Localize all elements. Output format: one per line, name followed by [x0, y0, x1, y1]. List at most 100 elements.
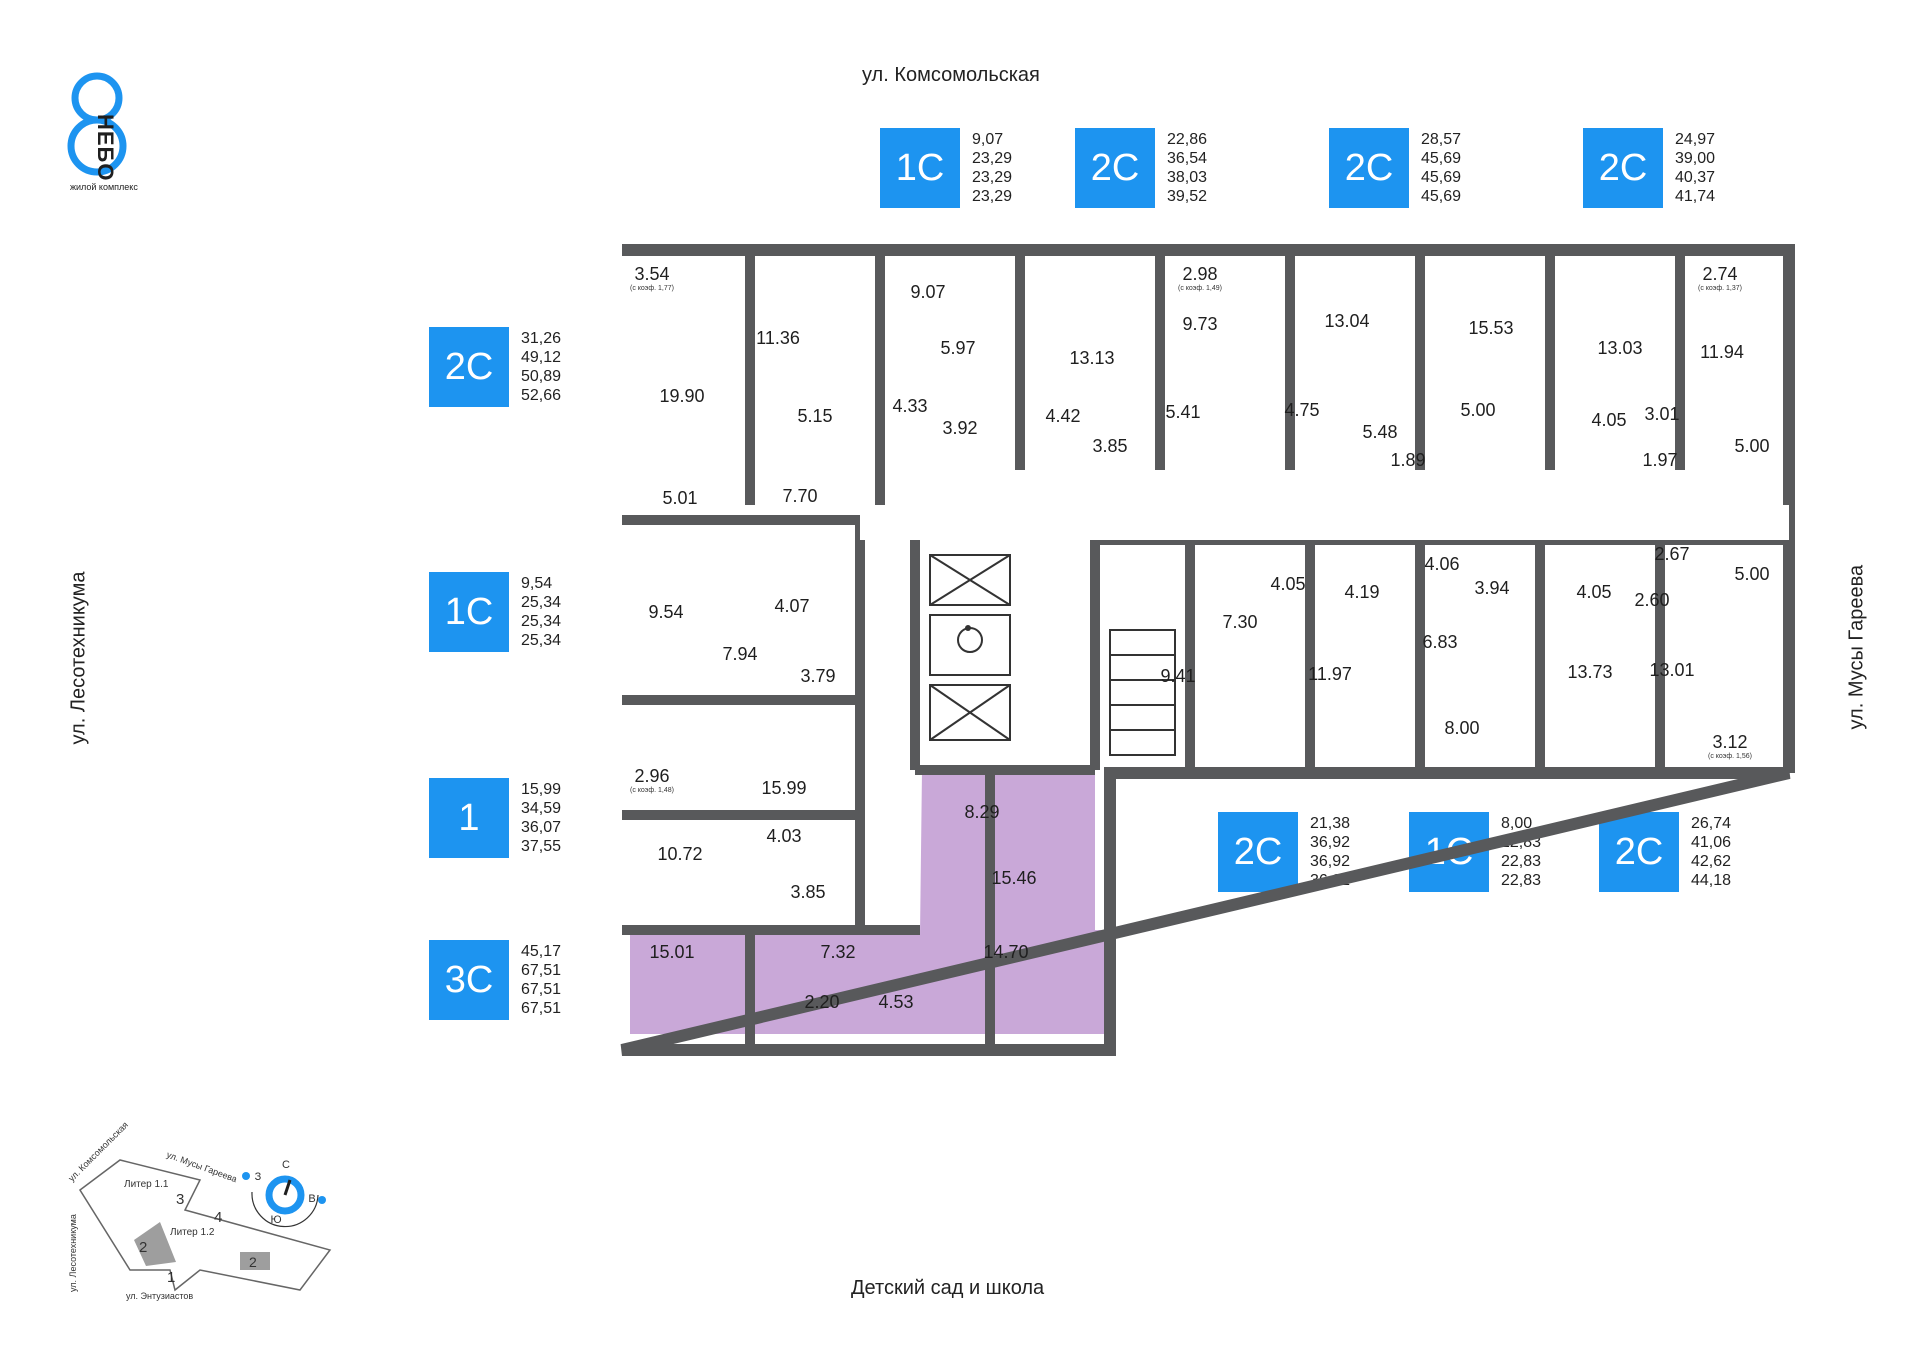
- room-area: 10.72: [657, 844, 702, 864]
- coefficient-note: (с коэф. 1,48): [630, 787, 674, 794]
- room-area: 3.12: [1712, 732, 1747, 752]
- room-area: 15.46: [991, 868, 1036, 888]
- compass-south: Ю: [270, 1214, 281, 1226]
- room-area: 2.60: [1634, 590, 1669, 610]
- room-area: 2.20: [804, 992, 839, 1012]
- room-area: 11.97: [1308, 664, 1352, 684]
- site-building-3: 3: [176, 1191, 184, 1208]
- site-liter: Литер 1.2: [170, 1227, 215, 1238]
- room-area: 7.94: [722, 644, 757, 664]
- apartment-type-badge: 2С: [1599, 812, 1679, 892]
- room-area: 9.73: [1182, 314, 1217, 334]
- site-street: ул. Лесотехникума: [68, 1214, 78, 1292]
- inner-walls: [622, 250, 1789, 1050]
- room-area: 11.36: [756, 328, 800, 348]
- room-area: 5.01: [662, 488, 697, 508]
- wheelchair-icon: [957, 625, 983, 653]
- room-area: 5.15: [797, 406, 832, 426]
- site-building-2: 2: [139, 1239, 147, 1256]
- room-area: 4.05: [1576, 582, 1611, 602]
- logo-subtitle: жилой комплекс: [70, 182, 138, 192]
- room-area: 15.99: [761, 778, 806, 798]
- room-area: 13.73: [1567, 662, 1612, 682]
- room-area: 2.98: [1182, 264, 1217, 284]
- apartment-type-badge: 2С: [1583, 128, 1663, 208]
- site-street: ул. Энтузиастов: [126, 1291, 193, 1301]
- room-area: 4.42: [1045, 406, 1080, 426]
- room-area: 13.03: [1597, 338, 1642, 358]
- site-map: [78, 1159, 332, 1292]
- compass-west: З: [255, 1171, 262, 1183]
- room-area: 2.74: [1702, 264, 1737, 284]
- room-area: 8.00: [1444, 718, 1479, 738]
- coefficient-note: (с коэф. 1,56): [1708, 753, 1752, 760]
- apartment-type-badge: 2С: [1329, 128, 1409, 208]
- room-area: 15.53: [1468, 318, 1513, 338]
- room-area: 15.01: [649, 942, 694, 962]
- coefficient-note: (с коэф. 1,49): [1178, 285, 1222, 292]
- street-top: ул. Комсомольская: [862, 64, 1040, 86]
- room-area: 4.33: [892, 396, 927, 416]
- outer-walls: [620, 244, 1795, 1056]
- room-area: 5.48: [1362, 422, 1397, 442]
- site-current-section: 2: [249, 1254, 257, 1270]
- room-labels: 3.54 11.36 9.07 5.97 13.13 2.98 9.73 13.…: [630, 264, 1770, 1012]
- room-area: 5.97: [940, 338, 975, 358]
- room-area: 3.94: [1474, 578, 1509, 598]
- apartment-type-badge: 2С: [1218, 812, 1298, 892]
- corridor: [860, 505, 1789, 540]
- room-area: 7.70: [782, 486, 817, 506]
- room-area: 19.90: [659, 386, 704, 406]
- apartment-type-badge: 1С: [880, 128, 960, 208]
- room-area: 5.00: [1734, 564, 1769, 584]
- apartment-type-badge: 2С: [1075, 128, 1155, 208]
- room-area: 4.06: [1424, 554, 1459, 574]
- room-area: 1.89: [1390, 450, 1425, 470]
- compass-east: В: [308, 1193, 315, 1205]
- logo: НЕБО жилой комплекс: [62, 68, 172, 198]
- compass-north: С: [282, 1159, 290, 1171]
- logo-eight-icon: [67, 72, 127, 176]
- room-area: 13.04: [1324, 311, 1369, 331]
- room-area: 4.07: [774, 596, 809, 616]
- site-building-1: 1: [167, 1269, 175, 1286]
- room-area: 3.54: [634, 264, 669, 284]
- room-area: 3.01: [1644, 404, 1679, 424]
- room-area: 5.00: [1734, 436, 1769, 456]
- compass-icon: [242, 1172, 326, 1228]
- apartment-type-badge: 3С: [429, 940, 509, 1020]
- room-area: 5.41: [1165, 402, 1200, 422]
- apartment-type-badge: 2С: [429, 327, 509, 407]
- room-area: 8.29: [964, 802, 999, 822]
- room-area: 4.19: [1344, 582, 1379, 602]
- elevator-core: [929, 554, 1176, 756]
- apartment-type-badge: 1: [429, 778, 509, 858]
- site-street: ул. Комсомольская: [66, 1120, 130, 1184]
- site-liter: Литер 1.1: [124, 1179, 169, 1190]
- room-area: 4.05: [1591, 410, 1626, 430]
- room-area: 3.85: [1092, 436, 1127, 456]
- room-area: 2.67: [1654, 544, 1689, 564]
- room-area: 9.07: [910, 282, 945, 302]
- room-area: 9.41: [1160, 666, 1195, 686]
- room-area: 7.32: [820, 942, 855, 962]
- room-area: 1.97: [1642, 450, 1677, 470]
- room-area: 6.83: [1422, 632, 1457, 652]
- room-area: 2.96: [634, 766, 669, 786]
- room-area: 3.85: [790, 882, 825, 902]
- site-street: ул. Мусы Гареева: [165, 1149, 238, 1184]
- room-area: 9.54: [648, 602, 683, 622]
- room-area: 4.75: [1284, 400, 1319, 420]
- room-area: 3.92: [942, 418, 977, 438]
